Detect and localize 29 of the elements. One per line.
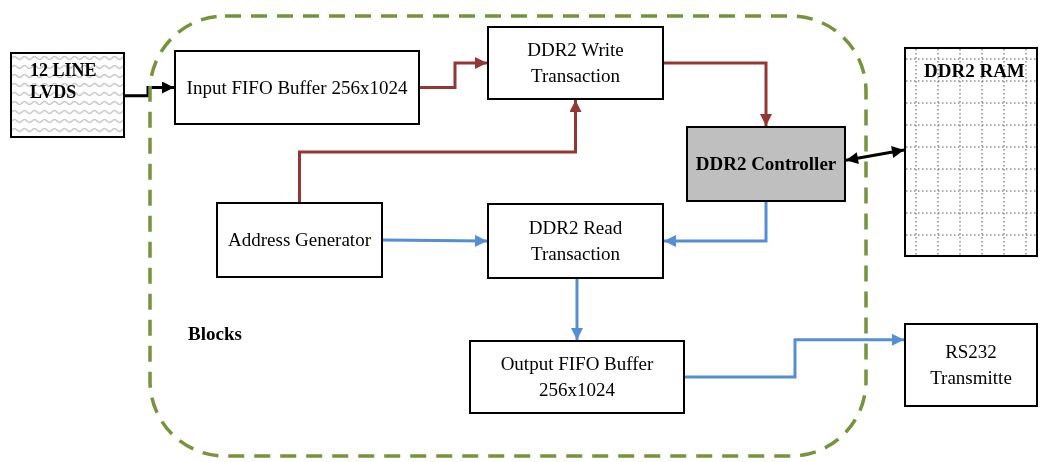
box-label: DDR2 Controller (695, 152, 837, 177)
process-box (487, 26, 664, 100)
memory-block (904, 47, 1038, 257)
process-box (216, 202, 383, 278)
arrow (125, 81, 174, 98)
dashed-region (148, 14, 868, 458)
arrow (664, 202, 768, 247)
process-box (904, 323, 1038, 407)
arrow (845, 146, 905, 164)
box-label: RS232 Transmitte (929, 340, 1013, 390)
arrow (420, 57, 487, 89)
process-box (469, 340, 685, 414)
box-label: Address Generator (228, 228, 371, 253)
input-block (10, 52, 125, 138)
box-label: DDR2 Read Transaction (527, 216, 624, 266)
arrow (664, 61, 772, 126)
region-label: Blocks (188, 323, 242, 345)
controller-box (686, 126, 846, 202)
arrow (685, 333, 904, 379)
arrow (298, 100, 582, 202)
box-label: DDR2 RAM (924, 59, 1025, 83)
arrow (383, 234, 487, 247)
process-box (174, 50, 420, 125)
box-label: DDR2 Write Transaction (526, 38, 625, 88)
process-box (487, 203, 664, 279)
box-label: Input FIFO Buffer 256x1024 (186, 75, 408, 100)
box-label: 12 LINE LVDS (30, 60, 98, 104)
arrow (571, 279, 583, 340)
box-label: Output FIFO Buffer 256x1024 (499, 352, 655, 402)
